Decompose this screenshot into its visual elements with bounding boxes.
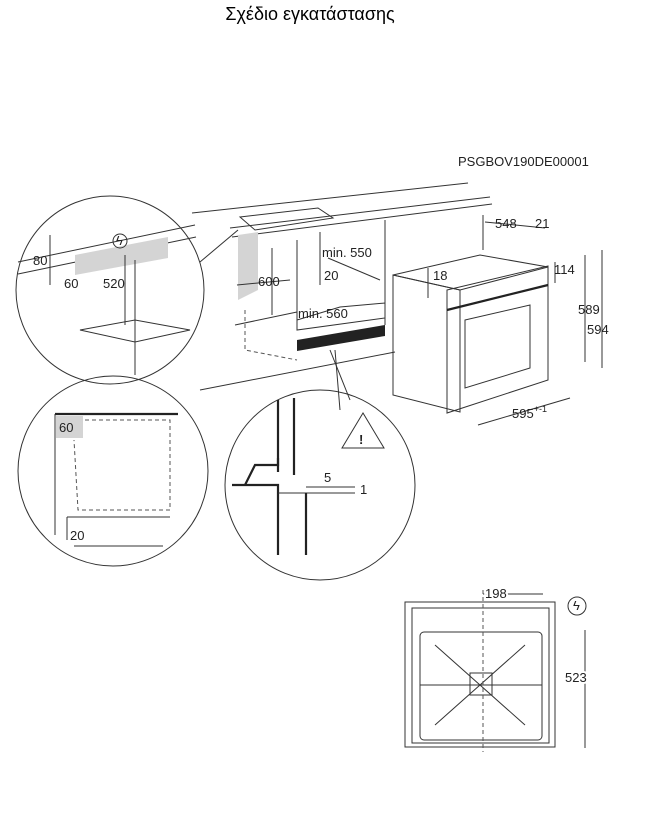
dim-rear-523: 523 — [565, 670, 587, 685]
dim-5: 5 — [324, 470, 331, 485]
dim-oven-depth: 548 — [495, 216, 517, 231]
dim-60: 60 — [64, 276, 78, 291]
dim-side-60: 60 — [59, 420, 73, 435]
dim-rear-198: 198 — [485, 586, 507, 601]
dim-cabinet-height: 600 — [258, 274, 280, 289]
oven-door-window — [464, 304, 531, 389]
oven-drawing: 548 21 18 114 589 594 595+-1 — [392, 215, 609, 426]
page-title: Σχέδιο εγκατάστασης — [225, 4, 395, 24]
dim-1: 1 — [360, 482, 367, 497]
dim-520: 520 — [103, 276, 125, 291]
warning-icon — [341, 412, 385, 449]
drawing-code: PSGBOV190DE00001 — [458, 154, 589, 169]
dim-80: 80 — [33, 253, 47, 268]
ventilation-slot — [297, 325, 385, 351]
hob-cutout — [238, 207, 335, 231]
svg-text:ϟ: ϟ — [573, 598, 580, 613]
dim-min-depth: min. 550 — [322, 245, 372, 260]
dim-panel: 114 — [554, 262, 575, 277]
dim-oven-width: 595+-1 — [512, 404, 547, 421]
dim-side-20: 20 — [70, 528, 84, 543]
svg-text:ϟ: ϟ — [116, 233, 123, 248]
detail-circle-top: ϟ 80 60 520 — [15, 195, 205, 385]
dim-gap: 20 — [324, 268, 338, 283]
power-icon — [112, 233, 128, 249]
dim-height-589: 589 — [578, 302, 600, 317]
rear-view-drawing: ϟ 198 523 — [404, 584, 589, 752]
dim-min-width: min. 560 — [298, 306, 348, 321]
detail-circle-warning: ! 5 1 — [224, 389, 416, 581]
cabinet-drawing: 600 min. 550 20 min. 560 — [191, 182, 493, 411]
svg-text:!: ! — [359, 432, 363, 447]
dim-oven-top: 18 — [433, 268, 447, 283]
dim-door: 21 — [535, 216, 549, 231]
dim-height-594: 594 — [587, 322, 609, 337]
power-connection-icon — [567, 596, 587, 616]
detail-circle-side: 60 20 — [17, 375, 209, 567]
